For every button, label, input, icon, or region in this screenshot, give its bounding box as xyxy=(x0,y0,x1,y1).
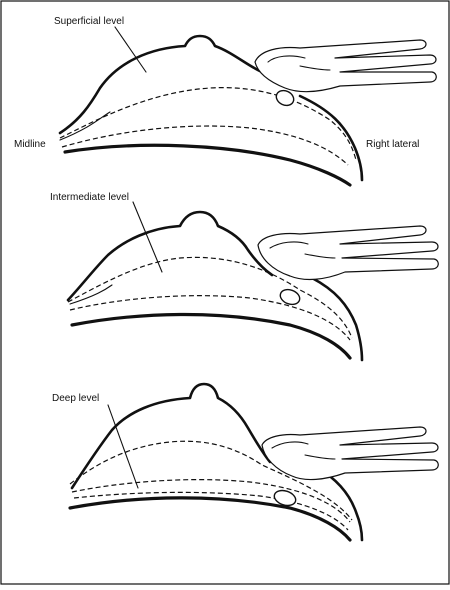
rib-line xyxy=(70,312,352,360)
palpating-fingers xyxy=(257,225,439,281)
skin-lower xyxy=(69,284,113,305)
panel-superficial xyxy=(58,26,437,187)
rib-line xyxy=(63,143,352,187)
lump xyxy=(279,288,301,306)
palpating-fingers xyxy=(261,426,439,481)
palpating-fingers xyxy=(254,39,437,93)
lump xyxy=(275,89,295,107)
pointer-superficial xyxy=(114,26,147,73)
label-right-lateral: Right lateral xyxy=(366,139,420,150)
tissue-layer-1 xyxy=(69,440,353,521)
tissue-layer-1 xyxy=(59,87,357,161)
skin-lower xyxy=(59,111,111,141)
rib-line xyxy=(68,496,352,542)
label-midline: Midline xyxy=(14,139,46,150)
tissue-layer-3 xyxy=(73,491,349,531)
pointer-deep xyxy=(107,404,139,489)
tissue-layer-2 xyxy=(61,125,349,166)
tissue-layer-1 xyxy=(67,256,353,339)
panel-deep xyxy=(68,382,439,542)
breast-outline xyxy=(70,382,272,490)
chest-wall-lateral xyxy=(310,276,364,362)
chest-wall-lateral xyxy=(298,94,364,182)
lump xyxy=(273,489,297,507)
breast-outline xyxy=(58,34,264,135)
pointer-intermediate xyxy=(132,201,163,273)
label-deep-level: Deep level xyxy=(52,393,100,404)
tissue-layer-2 xyxy=(71,479,351,523)
chest-wall-lateral xyxy=(316,466,364,542)
label-superficial-level: Superficial level xyxy=(54,16,125,27)
panel-intermediate xyxy=(66,201,439,362)
breast-outline xyxy=(66,210,274,302)
label-intermediate-level: Intermediate level xyxy=(50,192,129,203)
